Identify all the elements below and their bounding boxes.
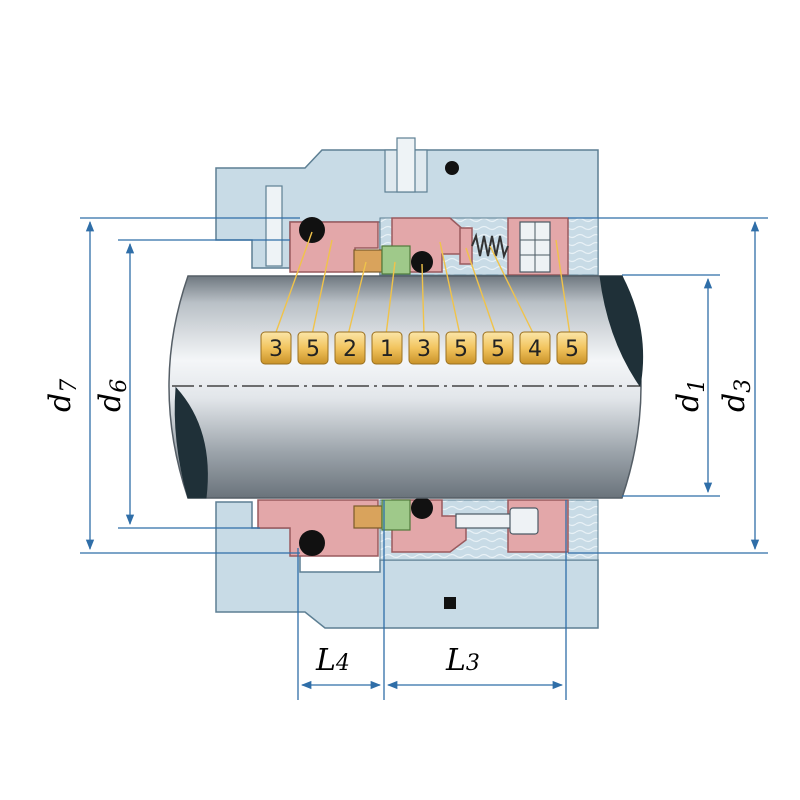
cap-screw-bottom xyxy=(455,513,513,529)
part-number: 5 xyxy=(454,337,468,362)
part-badge: 5 xyxy=(482,331,514,365)
part-number: 5 xyxy=(306,337,320,362)
part-badge: 2 xyxy=(334,331,366,365)
label-L3: L3 xyxy=(445,643,480,678)
shaft-body xyxy=(168,275,642,499)
oring-mid-bottom xyxy=(411,497,433,519)
part-badge: 3 xyxy=(260,331,292,365)
leader-lines xyxy=(274,231,571,336)
top-oring-small xyxy=(445,161,459,175)
part-badge: 4 xyxy=(519,331,551,365)
seat-ring-bottom xyxy=(381,499,411,531)
o-rings xyxy=(299,217,433,556)
carbon-ring-top xyxy=(353,249,383,273)
label-d1: d1 xyxy=(671,379,710,412)
dimension-lines xyxy=(80,217,768,700)
svg-text:d7: d7 xyxy=(43,379,82,412)
part-number: 1 xyxy=(380,337,394,362)
label-d7: d7 xyxy=(43,379,82,412)
part-badge: 3 xyxy=(408,331,440,365)
part-number: 3 xyxy=(417,337,431,362)
shaft-end-right xyxy=(599,275,644,388)
part-number-badges: 3 5 2 1 3 5 5 4 xyxy=(260,331,588,365)
oring-mid-top xyxy=(411,251,433,273)
shaft xyxy=(168,275,644,499)
bottom-oring-small xyxy=(444,597,456,609)
seat-ring-top xyxy=(381,245,411,275)
part-badge: 5 xyxy=(445,331,477,365)
shaft-end-left xyxy=(174,386,208,499)
part-badge: 5 xyxy=(297,331,329,365)
part-number: 3 xyxy=(269,337,283,362)
label-d3: d3 xyxy=(717,379,756,412)
label-d6: d6 xyxy=(93,379,132,412)
part-number: 5 xyxy=(565,337,579,362)
oring-left-bottom xyxy=(299,530,325,556)
part-number: 4 xyxy=(528,337,542,362)
dimension-labels: d7 d6 d1 d3 L4 L3 xyxy=(43,379,756,678)
carbon-ring-bottom xyxy=(353,505,383,529)
part-badge: 1 xyxy=(371,331,403,365)
part-number: 2 xyxy=(343,337,357,362)
part-badge: 5 xyxy=(556,331,588,365)
svg-text:d6: d6 xyxy=(93,379,132,412)
svg-text:d3: d3 xyxy=(717,379,756,412)
svg-text:d1: d1 xyxy=(671,379,710,412)
port-screw xyxy=(396,137,416,193)
part-number: 5 xyxy=(491,337,505,362)
oring-left-top xyxy=(299,217,325,243)
cap-screw-head xyxy=(509,507,539,535)
seal-faces xyxy=(353,245,411,531)
pin-slot xyxy=(265,185,283,267)
label-L4: L4 xyxy=(315,643,350,678)
